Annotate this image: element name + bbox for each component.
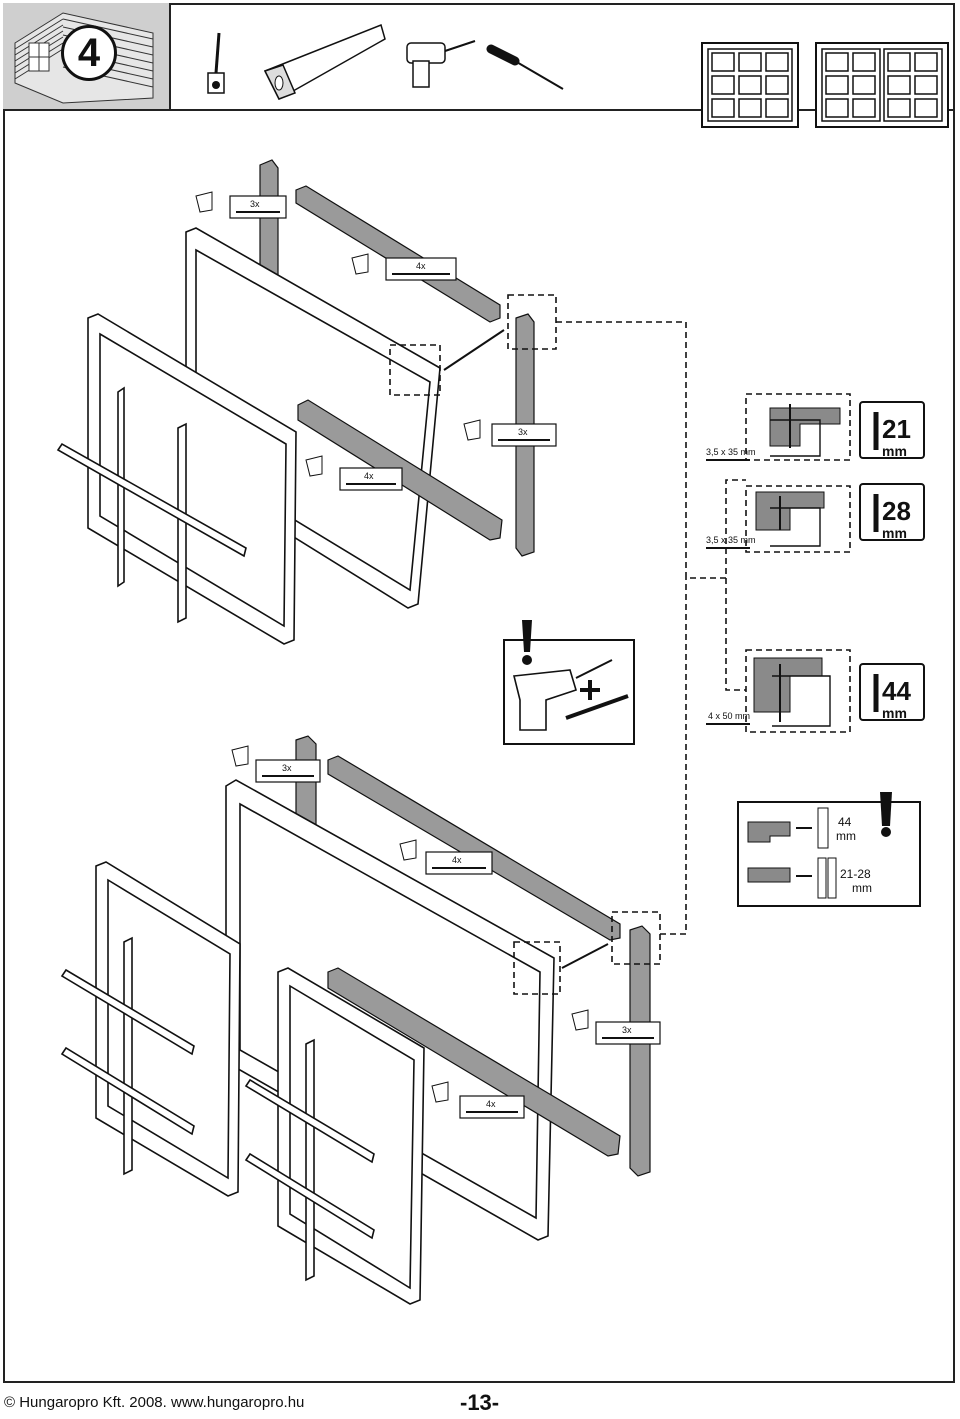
screw-callout-lower-right: [571, 1009, 661, 1045]
screw-callout-top-mid: [351, 253, 457, 281]
lower-beam: [327, 755, 621, 941]
leader-line-top: [556, 321, 746, 579]
step-number: 4: [61, 25, 117, 81]
profile-unit-44: mm: [882, 705, 907, 721]
saw-icon: [263, 23, 386, 101]
screwdriver-icon: [486, 44, 564, 90]
screw-count-mid-right: 3x: [518, 427, 528, 437]
profile-detail-28: [745, 483, 925, 553]
profile-detail-44: [745, 649, 925, 733]
assembly-drawing: 3x 4x 3x 4x 3x 4x 3x 4x 3,5 x 35 mm 3,5 …: [56, 159, 925, 1305]
screw-callout-top-left: [195, 191, 287, 219]
detail-marker-lower-left: [513, 941, 561, 995]
screw-count-lower-left: 3x: [282, 763, 292, 773]
page-number: -13-: [460, 1390, 500, 1415]
header-row: 4: [3, 3, 955, 128]
window-double-icon: [815, 42, 949, 128]
profile-screw-21: 3,5 x 35 mm: [706, 447, 756, 457]
legend-thickness-44: 44: [838, 815, 852, 829]
profile-thickness-21: 21: [882, 414, 911, 444]
drill-icon: [513, 669, 577, 731]
screw-callout-mid-left: [305, 455, 403, 491]
tool-row: [207, 23, 564, 101]
lower-muntins: [60, 936, 375, 1282]
profile-unit-21: mm: [882, 443, 907, 459]
screw-icon: [565, 694, 629, 720]
screw-count-mid-left: 4x: [364, 471, 374, 481]
detail-marker-top-left: [389, 344, 441, 396]
drill-icon: [406, 40, 476, 88]
footer: © Hungaropro Kft. 2008. www.hungaropro.h…: [0, 1390, 960, 1419]
page-frame: [3, 3, 955, 1383]
lower-right-post: [629, 925, 651, 1177]
lower-left-sash: [95, 861, 241, 1197]
screw-count-lower-bottom: 4x: [486, 1099, 496, 1109]
legend-unit-21-28: mm: [852, 881, 872, 895]
leader-line-44: [725, 578, 746, 691]
screw-count-top-mid: 4x: [416, 261, 426, 271]
window-single-icon: [701, 42, 799, 128]
legend-unit-44: mm: [836, 829, 856, 843]
profile-detail-21: [745, 393, 925, 461]
top-muntins: [56, 386, 247, 624]
plus-icon: [580, 680, 600, 700]
screw-count-lower-right: 3x: [622, 1025, 632, 1035]
arrow-top: [443, 329, 505, 371]
lower-bottom-beam: [327, 967, 621, 1157]
screw-callout-lower-mid: [399, 839, 493, 875]
profile-unit-28: mm: [882, 525, 907, 541]
footer-copyright: © Hungaropro Kft. 2008. www.hungaropro.h…: [4, 1394, 305, 1411]
exclamation-icon: [522, 620, 532, 652]
profile-thickness-28: 28: [882, 496, 911, 526]
profile-screw-44: 4 x 50 mm: [708, 711, 750, 721]
thickness-legend: [737, 792, 921, 907]
legend-thickness-21-28: 21-28: [840, 867, 871, 881]
pre-drill-warning: [503, 620, 635, 745]
screw-count-top-left: 3x: [250, 199, 260, 209]
arrow-lower: [561, 943, 609, 969]
step-thumbnail: 4: [3, 3, 171, 109]
screw-count-lower-mid: 4x: [452, 855, 462, 865]
exclamation-icon: [880, 792, 892, 826]
detail-marker-lower-right: [611, 911, 661, 965]
screw-callout-lower-left: [231, 745, 321, 783]
screw-callout-mid-right: [463, 419, 557, 447]
tape-measure-icon: [207, 32, 225, 94]
screw-callout-lower-bottom: [431, 1081, 525, 1119]
profile-screw-28: 3,5 x 35 mm: [706, 535, 756, 545]
profile-thickness-44: 44: [882, 676, 911, 706]
leader-line-lower: [660, 578, 687, 935]
top-beam: [295, 185, 501, 323]
